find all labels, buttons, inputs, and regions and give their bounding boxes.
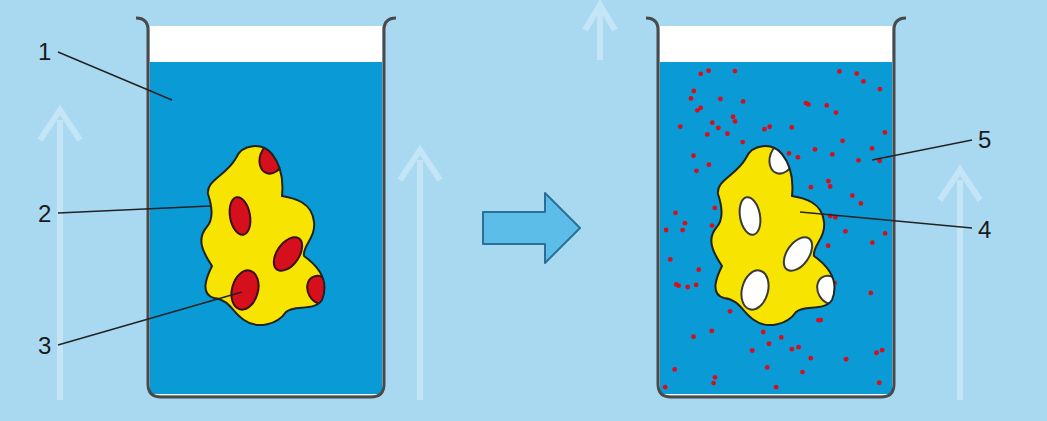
particle (883, 231, 888, 236)
particle (731, 114, 736, 119)
particle (711, 381, 716, 386)
particle (834, 110, 839, 115)
particle (808, 356, 813, 361)
particle (774, 385, 779, 390)
beaker-right (646, 18, 906, 397)
particle (712, 205, 717, 210)
particle (844, 357, 849, 362)
particle (750, 348, 755, 353)
particle (710, 120, 715, 125)
liquid (150, 62, 382, 394)
particle (694, 168, 699, 173)
particle (882, 130, 887, 135)
particle (826, 243, 831, 248)
callout-number: 5 (978, 128, 991, 152)
particle (733, 69, 738, 74)
dissolved-particles (663, 68, 888, 389)
particle (664, 228, 669, 233)
particle (716, 125, 721, 130)
particle (818, 318, 823, 323)
particle (691, 334, 696, 339)
solid-leached (711, 139, 848, 325)
particle (840, 138, 845, 143)
particle (870, 240, 875, 245)
particle (710, 223, 715, 228)
particle (806, 102, 811, 107)
particle (694, 283, 699, 288)
particle (706, 68, 711, 73)
particle (767, 124, 772, 129)
particle (673, 210, 678, 215)
particle (787, 151, 792, 156)
particle (854, 71, 859, 76)
callout-number: 3 (38, 334, 51, 358)
particle (779, 335, 784, 340)
particle (789, 125, 794, 130)
callout-number: 4 (978, 218, 991, 242)
particle (837, 69, 842, 74)
process-arrow (483, 193, 580, 263)
particle (691, 153, 696, 158)
liquid (660, 62, 892, 394)
particle (707, 162, 712, 167)
particle (796, 155, 801, 160)
particle (698, 105, 703, 110)
particle (685, 285, 690, 290)
particle (698, 71, 703, 76)
particle (870, 146, 875, 151)
particle (877, 87, 882, 92)
particle (762, 127, 767, 132)
particle (680, 228, 685, 233)
particle (676, 283, 681, 288)
particle (683, 221, 688, 226)
particle (824, 103, 829, 108)
particle (741, 99, 746, 104)
particle (689, 96, 694, 101)
particle (705, 132, 710, 137)
particle (696, 267, 701, 272)
particle (843, 229, 848, 234)
particle (765, 365, 770, 370)
particle (740, 140, 745, 145)
particle (718, 97, 723, 102)
leader-lines (58, 52, 972, 345)
particle (796, 345, 801, 350)
particle (668, 257, 673, 262)
particle (830, 152, 835, 157)
particle (880, 348, 885, 353)
particle (808, 185, 813, 190)
callout-number: 1 (38, 40, 51, 64)
particle (767, 341, 772, 346)
particle (813, 147, 818, 152)
particle (663, 385, 668, 390)
particle (709, 329, 714, 334)
particle (828, 184, 833, 189)
particle (725, 131, 730, 136)
particle (733, 119, 738, 124)
particle (800, 370, 805, 375)
particle (678, 124, 683, 129)
particle (761, 330, 766, 335)
particle (826, 179, 831, 184)
particle (790, 347, 795, 352)
callout-number: 2 (38, 202, 51, 226)
particle (858, 201, 863, 206)
particle (691, 89, 696, 94)
particle (713, 375, 718, 380)
background-arrows (40, 5, 980, 400)
particle (861, 79, 866, 84)
particle (672, 367, 677, 372)
particle (874, 350, 879, 355)
particle (728, 309, 733, 314)
particle (868, 290, 873, 295)
particle (856, 158, 861, 163)
particle (850, 193, 855, 198)
particle (877, 380, 882, 385)
